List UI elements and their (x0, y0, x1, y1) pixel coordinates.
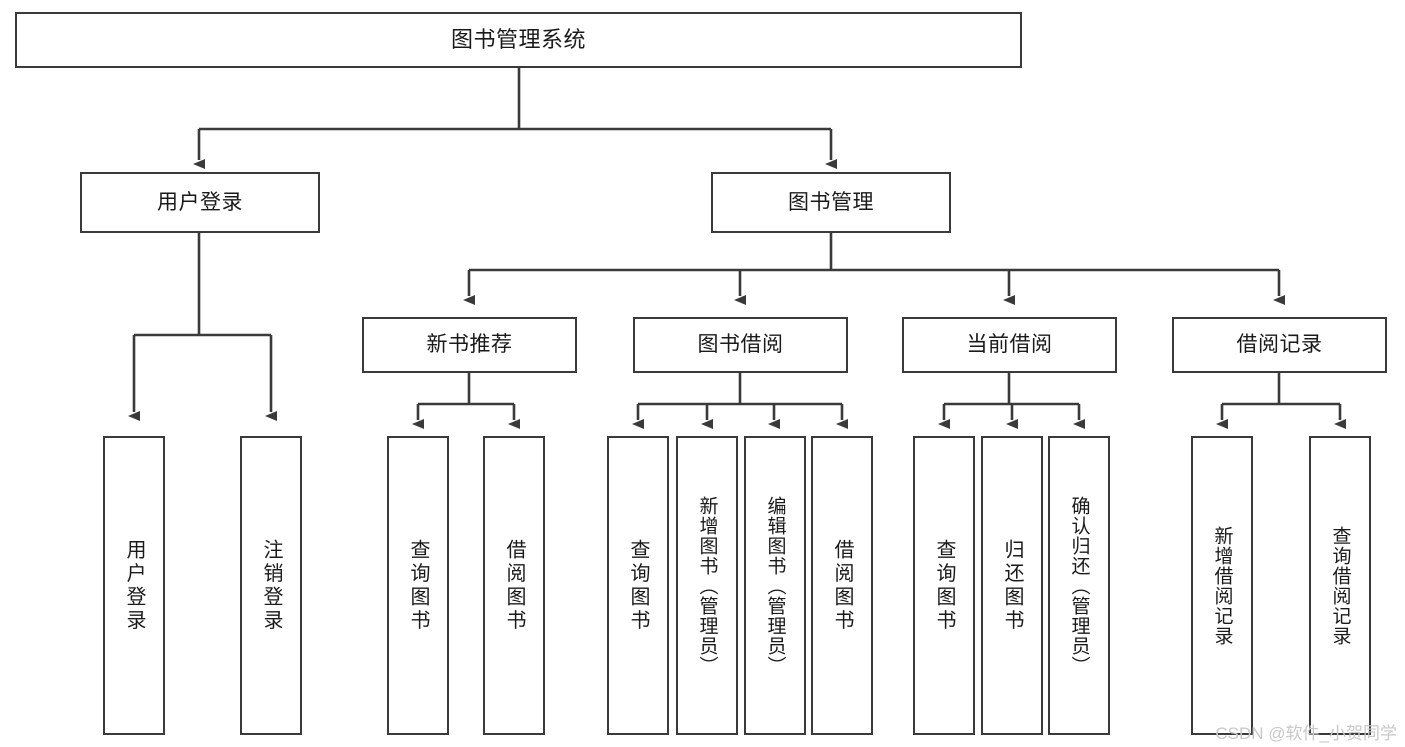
node-new-book-rec-label: 新书推荐 (426, 333, 513, 357)
node-book-manage[interactable]: 图书管理 (711, 172, 951, 233)
node-leaf-query-book-3[interactable]: 查询图书 (913, 436, 975, 735)
node-leaf-return-book[interactable]: 归还图书 (981, 436, 1043, 735)
node-leaf-query-book-3-label: 查询图书 (933, 538, 955, 633)
node-leaf-query-book-2[interactable]: 查询图书 (607, 436, 669, 735)
node-leaf-confirm-return-label: 确认归还（管理员） (1068, 495, 1090, 676)
node-leaf-user-login[interactable]: 用户登录 (103, 436, 165, 735)
node-user-login[interactable]: 用户登录 (80, 172, 320, 233)
csdn-watermark: CSDN @软件_小贺同学 (1215, 724, 1397, 743)
node-leaf-borrow-book-2[interactable]: 借阅图书 (811, 436, 873, 735)
node-leaf-borrow-book-1-label: 借阅图书 (503, 538, 525, 633)
node-leaf-user-logout[interactable]: 注销登录 (240, 436, 302, 735)
node-leaf-user-login-label: 用户登录 (123, 538, 145, 633)
node-borrow-record[interactable]: 借阅记录 (1172, 317, 1387, 373)
node-leaf-user-logout-label: 注销登录 (260, 538, 282, 633)
node-leaf-query-book-1-label: 查询图书 (407, 538, 429, 633)
node-leaf-query-record-label: 查询借阅记录 (1329, 525, 1351, 646)
node-leaf-borrow-book-1[interactable]: 借阅图书 (483, 436, 545, 735)
node-leaf-add-book[interactable]: 新增图书（管理员） (676, 436, 738, 735)
node-root-label: 图书管理系统 (450, 26, 586, 52)
node-book-borrow-label: 图书借阅 (697, 333, 784, 357)
node-leaf-query-record[interactable]: 查询借阅记录 (1309, 436, 1371, 735)
node-root[interactable]: 图书管理系统 (15, 12, 1022, 68)
node-borrow-record-label: 借阅记录 (1236, 333, 1323, 357)
node-current-borrow[interactable]: 当前借阅 (902, 317, 1117, 373)
node-leaf-borrow-book-2-label: 借阅图书 (831, 538, 853, 633)
node-leaf-add-record[interactable]: 新增借阅记录 (1191, 436, 1253, 735)
node-user-login-label: 用户登录 (157, 190, 243, 214)
node-leaf-add-record-label: 新增借阅记录 (1211, 525, 1233, 646)
node-new-book-rec[interactable]: 新书推荐 (362, 317, 577, 373)
node-leaf-edit-book-label: 编辑图书（管理员） (764, 495, 786, 676)
node-leaf-edit-book[interactable]: 编辑图书（管理员） (744, 436, 806, 735)
node-leaf-return-book-label: 归还图书 (1001, 538, 1023, 633)
node-book-borrow[interactable]: 图书借阅 (633, 317, 848, 373)
node-book-manage-label: 图书管理 (788, 190, 874, 214)
node-leaf-confirm-return[interactable]: 确认归还（管理员） (1048, 436, 1110, 735)
node-leaf-query-book-2-label: 查询图书 (627, 538, 649, 633)
node-current-borrow-label: 当前借阅 (966, 333, 1053, 357)
node-leaf-add-book-label: 新增图书（管理员） (696, 495, 718, 676)
node-leaf-query-book-1[interactable]: 查询图书 (387, 436, 449, 735)
